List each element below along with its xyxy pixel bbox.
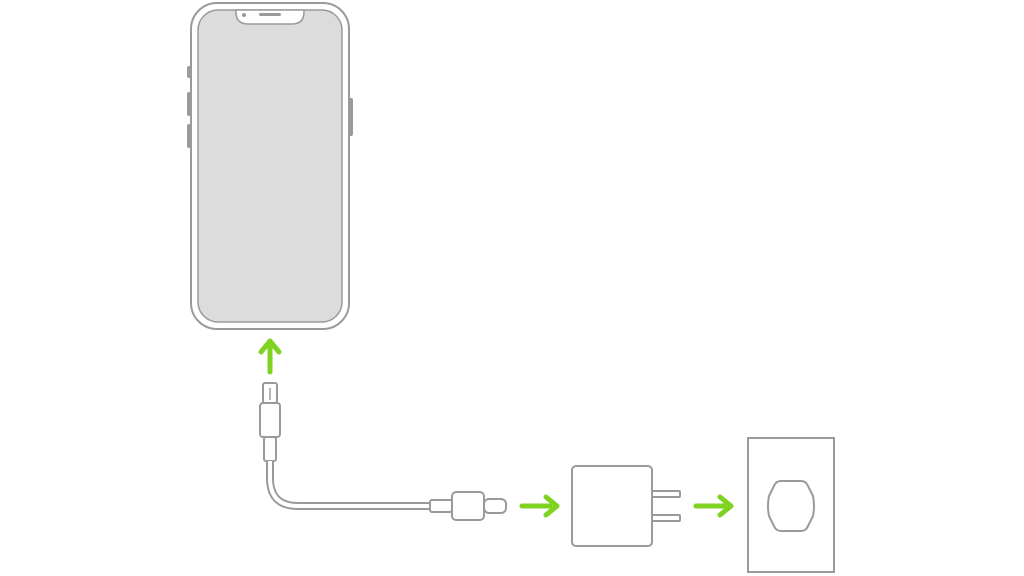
phone-screen: [197, 9, 343, 323]
arrow-icon: [693, 494, 734, 518]
lightning-connector: [259, 402, 281, 438]
outlet-socket: [767, 480, 815, 532]
power-adapter-icon: [571, 465, 681, 547]
adapter-prong-top: [651, 490, 681, 498]
adapter-body: [571, 465, 653, 547]
arrow-icon: [258, 338, 282, 375]
wall-outlet-icon: [747, 437, 835, 573]
usb-c-connector: [451, 491, 485, 521]
iphone-icon: [187, 2, 353, 330]
phone-notch: [235, 9, 305, 25]
adapter-prong-bottom: [651, 514, 681, 522]
front-camera: [242, 13, 246, 17]
speaker-grille: [259, 13, 281, 16]
usb-c-strain-relief: [429, 499, 453, 513]
lightning-to-usb-c-cable-icon: [259, 382, 507, 521]
usb-c-tip: [483, 498, 507, 514]
lightning-strain-relief: [263, 436, 277, 462]
arrow-icon: [519, 494, 560, 518]
cable-wire: [266, 461, 430, 510]
